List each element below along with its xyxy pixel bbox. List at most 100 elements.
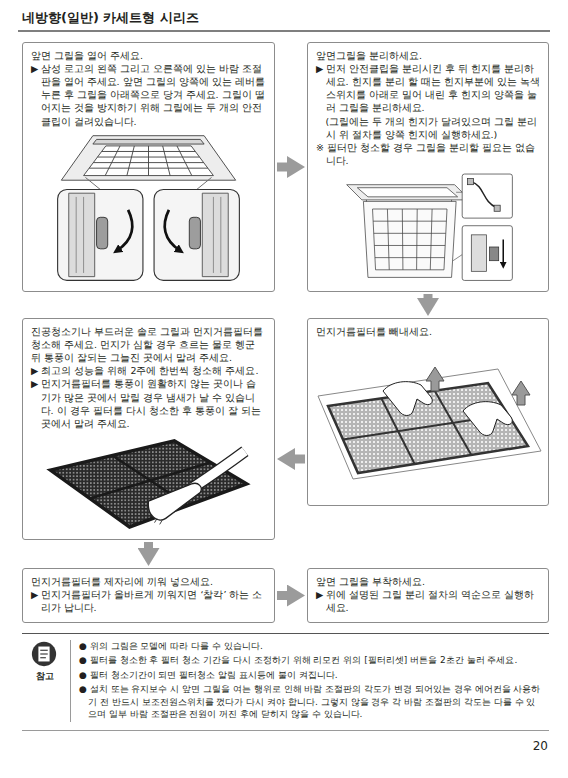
leader-line (197, 177, 212, 189)
step-heading: 앞면그릴을 분리하세요. (316, 49, 540, 62)
safety-clip-closeup (494, 205, 500, 211)
step-box: 앞면 그릴을 열어 주세요.▶ 삼성 로고의 왼쪽 그리고 오른쪽에 있는 바람… (22, 42, 275, 292)
step-instruction: ▶ 먼저 안전클립을 분리시킨 후 뒤 힌지를 분리하세요. 힌지를 분리 할 … (316, 62, 540, 114)
step-instruction: (그릴에는 두 개의 힌지가 달려있으며 그릴 분리 시 위 절차를 양쪽 힌지… (316, 115, 540, 141)
step-box: 먼지거름필터를 빼내세요. (307, 318, 549, 506)
lever-closeup (154, 189, 239, 280)
unit-housing (318, 369, 541, 479)
hand (383, 382, 432, 416)
flow-arrow (277, 163, 287, 172)
filter-cleaning-illustration (28, 434, 269, 533)
step-heading: 앞면 그릴을 부착하세요. (316, 575, 540, 588)
lever-closeup (76, 197, 77, 273)
cassette-unit (347, 185, 470, 202)
cassette-unit (84, 146, 214, 176)
lift-arrow (426, 367, 444, 391)
cassette-unit (105, 146, 120, 176)
leader-line (85, 177, 100, 189)
front-grille (430, 209, 432, 270)
step-instruction: 진공청소기나 부드러운 솔로 그릴과 먼지거름필터를 청소해 주세요. 먼지가 … (31, 325, 266, 364)
cassette-unit (93, 139, 204, 144)
front-grille (363, 201, 456, 277)
vacuum-nozzle (148, 451, 245, 524)
step-instruction: ▶ 삼성 로고의 왼쪽 그리고 오른쪽에 있는 바람 조절판을 열어 주세요. … (31, 62, 266, 128)
note-bullet: ● 위의 그림은 모델에 따라 다를 수 있습니다. (70, 640, 541, 654)
lever-closeup (117, 210, 132, 251)
step-box: 진공청소기나 부드러운 솔로 그릴과 먼지거름필터를 청소해 주세요. 먼지가 … (22, 318, 275, 540)
safety-clip-closeup (456, 174, 512, 218)
lever-closeup (97, 217, 108, 249)
safety-clip-closeup (471, 182, 496, 208)
front-grille (374, 245, 445, 246)
front-grille (387, 209, 389, 270)
page-title: 네방향(일반) 카세트형 시리즈 (22, 9, 199, 27)
cassette-unit (177, 146, 192, 176)
front-grille (363, 201, 456, 277)
step-box: 먼지거름필터를 제자리에 끼워 넣으세요.▶ 먼지거름필터가 올바르게 끼워지면… (22, 568, 275, 623)
note-icon (40, 657, 46, 658)
cassette-unit (127, 146, 134, 176)
note-icon (40, 650, 47, 651)
front-grille (374, 233, 446, 234)
note-icon (38, 647, 49, 662)
cassette-unit (357, 188, 457, 197)
filter-removal-illustration (313, 343, 543, 499)
leader-line (85, 177, 211, 189)
cassette-unit (61, 136, 235, 181)
front-grille (375, 257, 445, 258)
vacuum-nozzle (193, 451, 245, 487)
hand (463, 402, 512, 436)
lever-closeup (58, 189, 143, 280)
vacuum-nozzle (160, 520, 163, 524)
step-tip: ▶ 먼지거름필터를 통풍이 원활하지 않는 곳이나 습기가 많은 곳에서 말릴 … (31, 377, 266, 429)
front-grille (373, 209, 447, 270)
note-bullet: ● 필터 청소기간이 되면 필터청소 알림 표시등에 불이 켜집니다. (70, 669, 541, 683)
hinge-closeup (490, 247, 499, 261)
lever-closeup (189, 217, 200, 249)
step-tip: ▶ 최고의 성능을 위해 2주에 한번씩 청소해 주세요. (31, 364, 266, 377)
note-box: 참고 ● 위의 그림은 모델에 따라 다를 수 있습니다.● 필터를 청소한 후 … (22, 633, 549, 731)
cassette-unit (61, 136, 235, 181)
lift-arrow (426, 367, 530, 405)
note-icon (30, 640, 58, 668)
hinge-closeup (453, 255, 462, 261)
hinge-closeup (502, 239, 504, 265)
note-bullet: ● 필터를 청소한 후 필터 청소 기간을 다시 조정하기 위해 리모컨 위의 … (70, 654, 541, 668)
flow-arrow (424, 294, 433, 298)
front-grille (416, 209, 418, 270)
dust-filter (50, 441, 246, 527)
lever-closeup (69, 193, 95, 276)
flow-arrow (144, 542, 153, 548)
grille-removal-illustration (313, 171, 543, 285)
lever-closeup (83, 197, 84, 273)
vacuum-nozzle (149, 515, 152, 519)
step-heading: 먼지거름필터를 빼내세요. (316, 325, 540, 338)
grille-opening-illustration (28, 132, 269, 285)
hand (383, 382, 512, 436)
page-number: 20 (533, 739, 548, 753)
front-grille (402, 209, 404, 270)
note-icon (32, 642, 56, 666)
lever-closeup (165, 210, 180, 251)
hinge-closeup (462, 226, 512, 281)
title-rule (18, 30, 550, 32)
flow-arrow (295, 455, 305, 464)
note-bullet: ● 설치 또는 유지보수 시 앞면 그릴을 여는 행위로 인해 바람 조절판의 … (70, 683, 541, 722)
dust-filter (50, 441, 246, 527)
vacuum-nozzle (148, 483, 201, 520)
step-instruction: ▶ 위에 설명된 그릴 분리 절차의 역순으로 실행하세요. (316, 588, 540, 614)
safety-clip-closeup (468, 179, 474, 185)
flow-arrow (277, 591, 287, 600)
safety-clip-closeup (462, 174, 512, 218)
hinge-closeup (453, 226, 512, 281)
front-grille (373, 221, 446, 222)
step-remark: ※ 필터만 청소할 경우 그릴을 분리할 필요는 없습니다. (316, 141, 540, 167)
step-box: 앞면그릴을 분리하세요.▶ 먼저 안전클립을 분리시킨 후 뒤 힌지를 분리하세… (307, 42, 549, 292)
step-instruction: ▶ 먼지거름필터가 올바르게 끼워지면 ‘찰칵’ 하는 소리가 납니다. (31, 588, 266, 614)
vacuum-nozzle (193, 451, 245, 487)
lever-closeup (213, 197, 214, 273)
cassette-unit (163, 146, 170, 176)
lift-arrow (512, 381, 530, 405)
lever-closeup (220, 197, 221, 273)
note-label: 참고 (26, 670, 64, 682)
